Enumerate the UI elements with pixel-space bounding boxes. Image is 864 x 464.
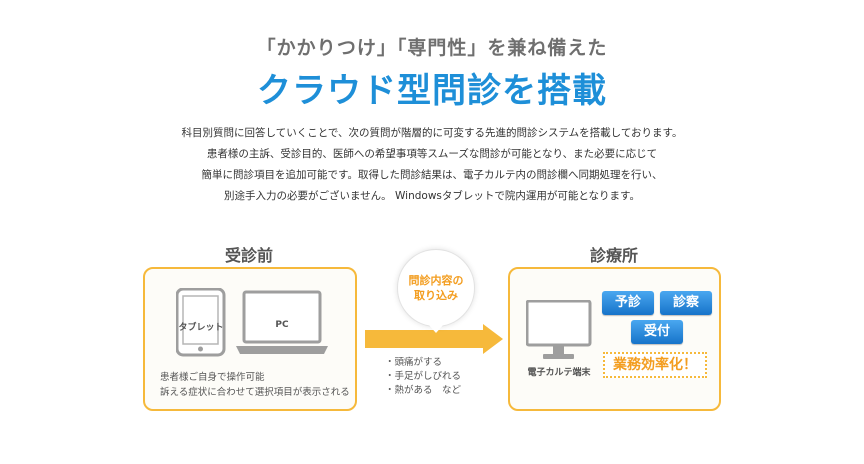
symptom-item: ・熱がある など <box>385 385 462 396</box>
arrow-right-icon <box>365 324 503 354</box>
import-bubble: 問診内容の 取り込み <box>397 249 475 327</box>
monitor-icon <box>526 300 592 359</box>
symptom-list: ・頭痛がする ・手足がしびれる ・熱がある など <box>385 356 461 398</box>
pc-label: PC <box>275 320 289 330</box>
bubble-tail-icon <box>428 324 444 333</box>
efficiency-box: 業務効率化！ <box>603 352 707 378</box>
reception-badge: 受付 <box>631 320 683 344</box>
page-title: クラウド型問診を搭載 <box>257 71 607 111</box>
symptom-item: ・手足がしびれる <box>385 371 462 382</box>
symptom-item: ・頭痛がする <box>385 357 443 368</box>
clinic-heading: 診療所 <box>589 246 638 265</box>
description-line: 別途手入力の必要がございません。 Windowsタブレットで院内運用が可能となり… <box>223 190 641 202</box>
terminal-label: 電子カルテ端末 <box>527 368 591 378</box>
exam-badge: 診察 <box>660 291 712 315</box>
before-note: 患者様ご自身で操作可能 訴える症状に合わせて選択項目が表示される <box>160 370 350 400</box>
note-line: 訴える症状に合わせて選択項目が表示される <box>160 387 350 398</box>
description-line: 簡単に問診項目を追加可能です。取得した問診結果は、電子カルテ内の問診欄へ同期処理… <box>201 169 663 181</box>
description-line: 患者様の主訴、受診目的、医師への希望事項等スムーズな問診が可能となり、また必要に… <box>206 148 658 160</box>
description: 科目別質問に回答していくことで、次の質問が階層的に可変する先進的問診システムを搭… <box>0 123 864 207</box>
tablet-icon <box>176 288 226 357</box>
import-bubble-text: 問診内容の 取り込み <box>408 274 464 302</box>
tablet-label: タブレット <box>178 323 224 333</box>
page-subtitle: 「かかりつけ」「専門性」を兼ね備えた <box>256 37 608 59</box>
note-line: 患者様ご自身で操作可能 <box>160 372 265 383</box>
preexam-badge: 予診 <box>602 291 654 315</box>
description-line: 科目別質問に回答していくことで、次の質問が階層的に可変する先進的問診システムを搭… <box>181 127 683 139</box>
before-heading: 受診前 <box>224 246 273 265</box>
laptop-icon <box>236 290 328 354</box>
